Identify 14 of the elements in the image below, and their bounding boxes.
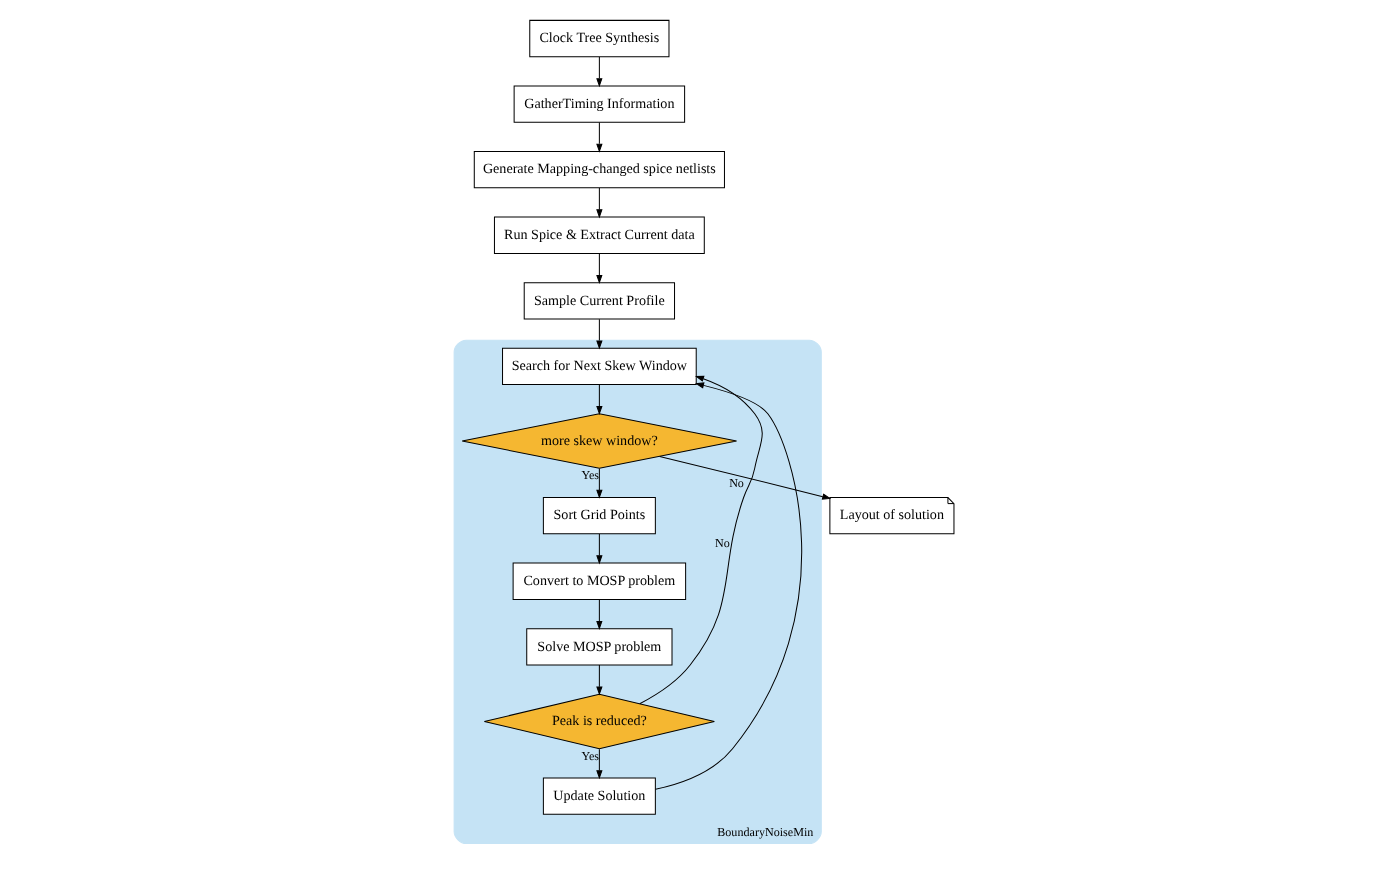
arrow bbox=[595, 748, 602, 780]
arrow bbox=[654, 382, 802, 790]
arrow bbox=[595, 187, 602, 219]
arrow bbox=[595, 122, 602, 153]
arrow bbox=[595, 56, 602, 88]
arrow bbox=[638, 375, 762, 705]
arrow bbox=[595, 253, 602, 284]
arrow bbox=[595, 384, 602, 416]
arrow bbox=[658, 456, 831, 500]
arrow bbox=[595, 664, 602, 696]
arrow bbox=[595, 468, 602, 499]
arrow bbox=[595, 318, 602, 350]
arrow bbox=[595, 533, 602, 565]
arrow bbox=[595, 599, 602, 630]
